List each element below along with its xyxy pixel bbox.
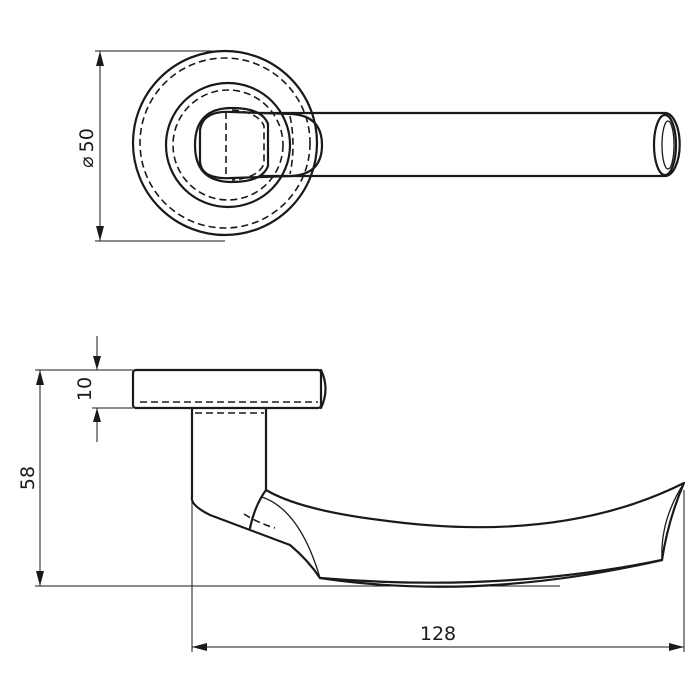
dim128-label: 128	[420, 623, 456, 645]
dia-arrow-top	[96, 51, 104, 66]
lever-collar-curve	[248, 488, 268, 530]
lever-end-cap-inner	[661, 120, 675, 170]
boss-dashed-circle	[172, 89, 284, 201]
lever-end-cap	[652, 113, 678, 177]
dim128-arrow-left	[192, 643, 207, 651]
dim128-arrow-right	[669, 643, 684, 651]
spindle-dashed	[231, 109, 265, 181]
dia-arrow-bottom	[96, 226, 104, 241]
dim58-label: 58	[17, 466, 39, 490]
side-view: 10 58 128	[17, 336, 686, 652]
rose-inner-dashed-circle	[139, 57, 311, 229]
lever-lower-edge	[318, 558, 664, 588]
dim10-arrow-top	[93, 356, 101, 370]
neck-dashed-outline	[225, 112, 294, 178]
lever-neck	[198, 110, 324, 180]
front-view: ⌀50	[76, 49, 681, 242]
spindle-head	[193, 106, 270, 184]
dim58-arrow-top	[36, 370, 44, 385]
boss-circle	[164, 81, 292, 209]
rose-plate-curve	[319, 368, 327, 410]
dia-label: ⌀50	[76, 128, 98, 168]
lever-inner-ridge	[261, 482, 685, 579]
dim10-arrow-bottom	[93, 408, 101, 422]
rose-plate	[131, 368, 323, 410]
dim10-label: 10	[74, 377, 96, 401]
lever-bar	[260, 111, 681, 178]
dim58-arrow-bottom	[36, 571, 44, 586]
lever-dashed-ridge	[243, 513, 276, 529]
